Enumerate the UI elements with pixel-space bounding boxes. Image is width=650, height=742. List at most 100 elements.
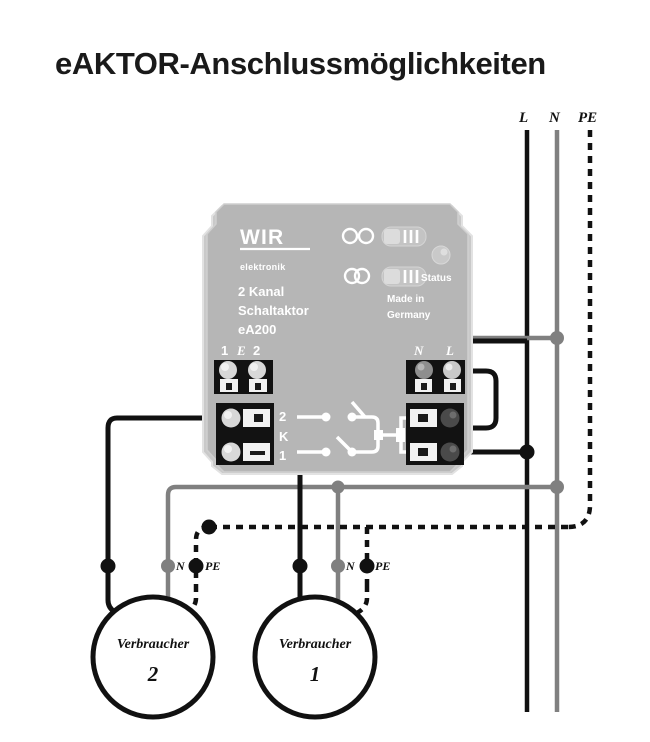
bus-junction-dots xyxy=(201,331,564,535)
dip-switch-2-knob[interactable] xyxy=(384,269,400,284)
output-left-slot-2-inner xyxy=(254,414,263,422)
load1-circle[interactable] xyxy=(252,594,378,720)
input-slot-2-inner xyxy=(255,383,261,390)
mains-screw-n[interactable] xyxy=(415,361,433,379)
schematic-label-k: K xyxy=(279,429,289,444)
common-to-term-upper xyxy=(399,416,406,428)
input-screw-2[interactable] xyxy=(248,361,266,379)
dip-switch-2[interactable] xyxy=(343,266,427,287)
load1-number: 1 xyxy=(310,662,321,686)
sw2-contact-left xyxy=(321,412,331,422)
load2-neutral-label: N xyxy=(175,559,186,573)
schematic-label-1: 1 xyxy=(279,448,286,463)
load-verbraucher-1[interactable]: Verbraucher 1 N PE xyxy=(252,558,390,720)
page-title: eAKTOR-Anschlussmöglichkeiten xyxy=(55,46,546,81)
output-right-screw-lower[interactable] xyxy=(440,442,460,462)
output-terminal-block-right[interactable] xyxy=(406,403,464,465)
mains-slot-l-inner xyxy=(450,383,456,390)
load1-earth-lead xyxy=(347,585,370,620)
dip-switch-1-knob[interactable] xyxy=(384,229,400,244)
sw2-lead-right xyxy=(356,415,380,430)
device-model-group: 2 Kanal Schaltaktor eA200 xyxy=(238,284,309,337)
output-left-slot-1-inner xyxy=(250,451,265,455)
load2-live-dot xyxy=(100,558,116,574)
input-screw-2-hl xyxy=(250,363,258,371)
status-led xyxy=(431,245,451,265)
status-label: Status xyxy=(421,273,452,284)
input-screw-1[interactable] xyxy=(219,361,237,379)
junction-neutral-lower xyxy=(550,480,564,494)
input-label-1: 1 xyxy=(221,343,228,358)
origin-line-2: Germany xyxy=(387,310,431,321)
label-live: L xyxy=(518,110,528,126)
load1-name: Verbraucher xyxy=(279,637,352,652)
input-label-2: 2 xyxy=(253,343,260,358)
load2-name: Verbraucher xyxy=(117,637,190,652)
status-led-highlight xyxy=(440,248,448,256)
output-right-slot-lower-inner xyxy=(418,448,428,456)
load-verbraucher-2[interactable]: Verbraucher 2 N PE xyxy=(90,558,220,720)
dip-switch-2-grip xyxy=(403,270,419,283)
load1-live-dot xyxy=(292,558,308,574)
load1-neutral-label: N xyxy=(345,559,356,573)
output-wire-channel-2 xyxy=(105,415,222,568)
junction-pe-load2 xyxy=(201,519,217,535)
brand-name: WIR xyxy=(240,226,284,249)
overlapping-circles-icon-right xyxy=(353,267,371,285)
load1-earth-dot xyxy=(359,558,375,574)
input-terminal-block[interactable] xyxy=(214,360,273,394)
common-node-block-l xyxy=(374,430,383,440)
label-neutral: N xyxy=(548,110,561,126)
live-internal-loop xyxy=(462,368,499,431)
dip-switch-1[interactable] xyxy=(341,226,427,247)
junction-neutral-load1 xyxy=(331,480,345,494)
load2-neutral-dot xyxy=(161,559,175,573)
label-earth: PE xyxy=(578,110,597,126)
mains-terminal-labels: N L xyxy=(413,343,454,358)
mains-screw-l[interactable] xyxy=(443,361,461,379)
neutral-bus-horizontal xyxy=(165,484,557,568)
origin-line-1: Made in xyxy=(387,294,424,305)
pe-bus-line xyxy=(567,130,593,530)
sw2-contact-right xyxy=(347,412,357,422)
input-label-e: E xyxy=(236,343,246,358)
output-left-screw-2[interactable] xyxy=(221,408,241,428)
mains-screw-l-hl xyxy=(445,363,453,371)
mains-terminal-block[interactable] xyxy=(406,360,465,394)
input-terminal-labels: 1 E 2 xyxy=(221,343,260,358)
status-led-group: Status xyxy=(421,245,452,284)
junction-live-lower xyxy=(519,444,535,460)
load1-neutral-dot xyxy=(331,559,345,573)
pe-branch-group xyxy=(193,524,568,585)
load2-earth-dot xyxy=(188,558,204,574)
input-screw-1-hl xyxy=(221,363,229,371)
output-right-screw-lower-hl xyxy=(449,445,457,453)
output-terminal-block-left[interactable] xyxy=(216,403,274,465)
schematic-label-2: 2 xyxy=(279,409,286,424)
output-right-slot-upper-inner xyxy=(418,414,428,422)
output-right-screw-upper-hl xyxy=(449,411,457,419)
common-to-term-lower xyxy=(399,442,406,454)
sw1-contact-right xyxy=(347,447,357,457)
device-model: eA200 xyxy=(238,322,276,337)
junction-neutral-upper xyxy=(550,331,564,345)
output-left-screw-1[interactable] xyxy=(221,442,241,462)
output-left-screw-2-hl xyxy=(224,411,232,419)
device-line-2: Schaltaktor xyxy=(238,303,309,318)
brand-subtitle: elektronik xyxy=(240,262,286,272)
output-left-screw-1-hl xyxy=(224,445,232,453)
mains-bus-group xyxy=(524,130,593,712)
device-module[interactable]: WIR elektronik 2 Kanal Schaltaktor eA200… xyxy=(202,203,473,475)
mains-screw-n-hl xyxy=(417,363,425,371)
load2-number: 2 xyxy=(147,662,159,686)
output-right-screw-upper[interactable] xyxy=(440,408,460,428)
load2-earth-label: PE xyxy=(205,559,220,573)
two-circles-icon-left xyxy=(341,227,359,245)
device-line-1: 2 Kanal xyxy=(238,284,284,299)
sw1-lead-right xyxy=(356,440,380,454)
mains-labels: L N PE xyxy=(518,110,597,126)
load2-circle[interactable] xyxy=(90,594,216,720)
two-circles-icon-right xyxy=(357,227,375,245)
